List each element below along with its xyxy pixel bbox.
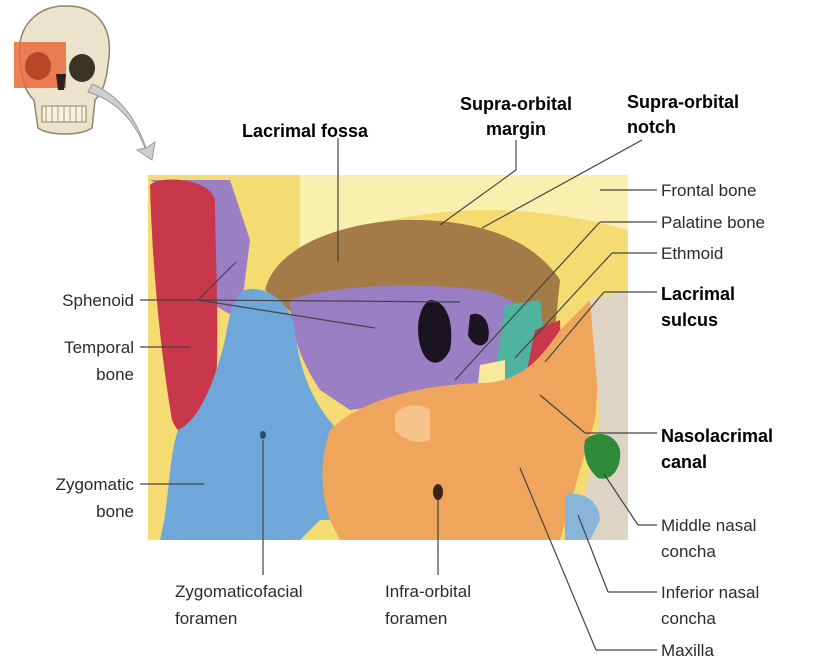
label-inferior-nasal-concha-line1: Inferior nasal <box>661 583 759 602</box>
label-infraorbital-foramen-line1: Infra-orbital <box>385 582 471 601</box>
label-infraorbital-foramen-line2: foramen <box>385 609 447 628</box>
label-nasolacrimal-canal-line1: Nasolacrimal <box>661 426 773 446</box>
label-zygomaticofacial-foramen-line2: foramen <box>175 609 237 628</box>
label-inferior-nasal-concha-line2: concha <box>661 609 716 628</box>
label-frontal-bone: Frontal bone <box>661 181 756 200</box>
label-maxilla: Maxilla <box>661 641 714 660</box>
label-nasolacrimal-canal-line2: canal <box>661 452 707 472</box>
label-lacrimal-sulcus-line2: sulcus <box>661 310 718 330</box>
label-supraorbital-margin-line1: Supra-orbital <box>460 94 572 114</box>
label-temporal-bone-line2: bone <box>96 365 134 384</box>
label-supraorbital-notch-line1: Supra-orbital <box>627 92 739 112</box>
label-middle-nasal-concha-line1: Middle nasal <box>661 516 756 535</box>
label-zygomaticofacial-foramen-line1: Zygomaticofacial <box>175 582 303 601</box>
orbit-illustration <box>148 175 628 540</box>
label-palatine-bone: Palatine bone <box>661 213 765 232</box>
label-supraorbital-notch-line2: notch <box>627 117 676 137</box>
label-lacrimal-fossa: Lacrimal fossa <box>242 121 369 141</box>
label-middle-nasal-concha-line2: concha <box>661 542 716 561</box>
label-zygomatic-bone-line2: bone <box>96 502 134 521</box>
label-temporal-bone-line1: Temporal <box>64 338 134 357</box>
zoom-arrow <box>88 84 155 160</box>
label-supraorbital-margin-line2: margin <box>486 119 546 139</box>
label-lacrimal-sulcus-line1: Lacrimal <box>661 284 735 304</box>
label-ethmoid: Ethmoid <box>661 244 723 263</box>
skull-thumbnail <box>14 6 109 134</box>
label-sphenoid: Sphenoid <box>62 291 134 310</box>
label-zygomatic-bone-line1: Zygomatic <box>56 475 135 494</box>
